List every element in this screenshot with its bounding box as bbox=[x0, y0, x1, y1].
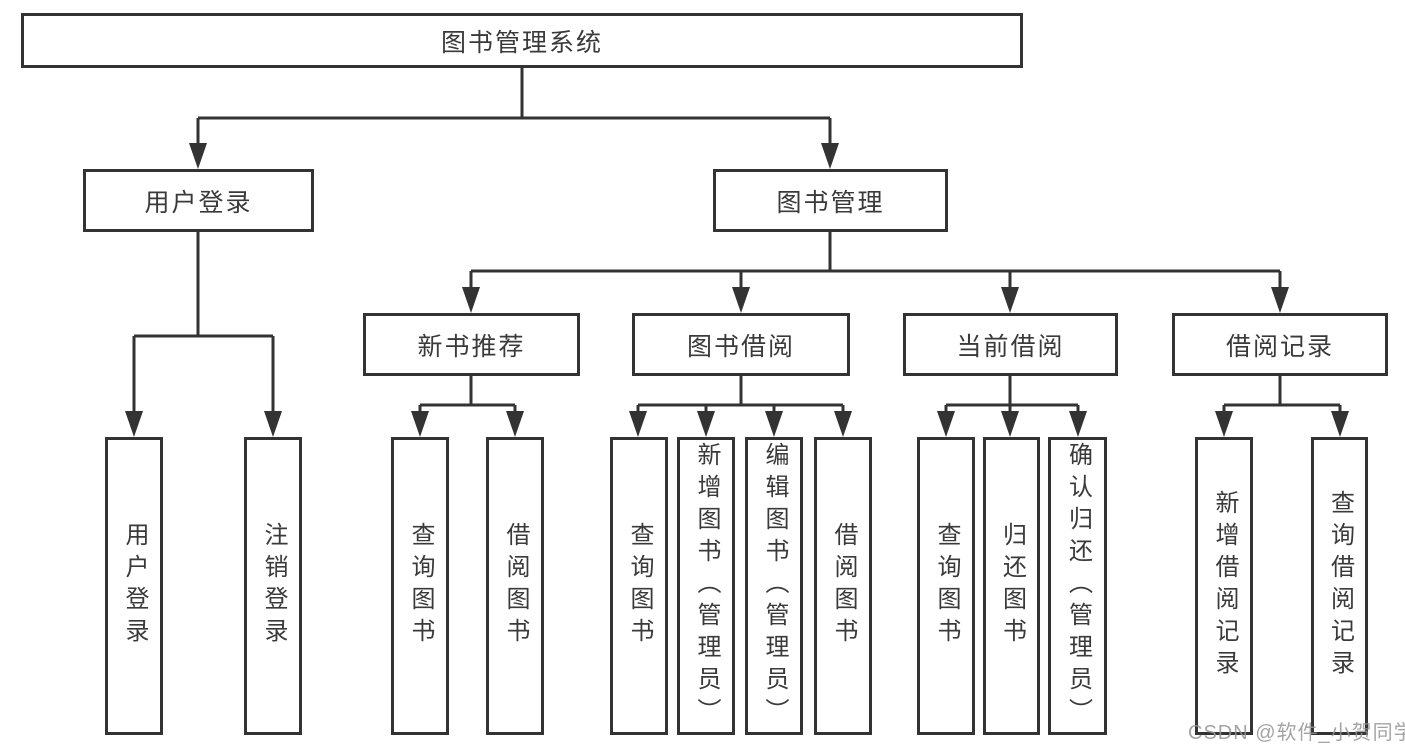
leaf-query-books-2: 查询图书 bbox=[610, 437, 668, 735]
arrowhead-icon bbox=[629, 411, 647, 437]
node-library-management-system: 图书管理系统 bbox=[21, 13, 1023, 68]
leaf-logout: 注销登录 bbox=[244, 437, 302, 735]
arrowhead-icon bbox=[821, 143, 839, 169]
arrowhead-icon bbox=[1271, 287, 1289, 313]
leaf-query-borrow-record: 查询借阅记录 bbox=[1311, 437, 1368, 735]
arrowhead-icon bbox=[264, 411, 282, 437]
arrowhead-icon bbox=[1069, 411, 1087, 437]
node-book-borrowing: 图书借阅 bbox=[632, 313, 850, 376]
node-new-book-recommend: 新书推荐 bbox=[363, 313, 580, 376]
arrowhead-icon bbox=[834, 411, 852, 437]
arrowhead-icon bbox=[1001, 287, 1019, 313]
node-user-login: 用户登录 bbox=[83, 169, 314, 232]
arrowhead-icon bbox=[462, 287, 480, 313]
connector-records-to-leaves bbox=[1222, 376, 1342, 415]
arrowhead-icon bbox=[125, 411, 143, 437]
arrowhead-icon bbox=[937, 411, 955, 437]
arrowhead-icon bbox=[732, 287, 750, 313]
connector-user-login-to-leaves bbox=[132, 232, 275, 415]
leaf-confirm-return-admin: 确认归还（管理员） bbox=[1048, 437, 1107, 735]
connector-book-mgmt-to-level3 bbox=[469, 232, 1282, 291]
connector-new-book-to-leaves bbox=[418, 376, 517, 415]
node-current-borrowing: 当前借阅 bbox=[903, 313, 1118, 376]
leaf-edit-book-admin: 编辑图书（管理员） bbox=[745, 437, 803, 735]
connector-root-to-level2 bbox=[196, 68, 832, 147]
node-borrowing-records: 借阅记录 bbox=[1172, 313, 1388, 376]
arrowheads bbox=[125, 143, 1349, 437]
arrowhead-icon bbox=[1331, 411, 1349, 437]
leaf-user-login: 用户登录 bbox=[105, 437, 163, 735]
arrowhead-icon bbox=[697, 411, 715, 437]
connector-book-borrow-to-leaves bbox=[636, 376, 845, 415]
leaf-query-books-3: 查询图书 bbox=[917, 437, 975, 735]
arrowhead-icon bbox=[765, 411, 783, 437]
leaf-add-borrow-record: 新增借阅记录 bbox=[1195, 437, 1253, 735]
csdn-watermark: CSDN @软件_小贺同学 bbox=[1188, 722, 1405, 744]
arrowhead-icon bbox=[189, 143, 207, 169]
arrowhead-icon bbox=[506, 411, 524, 437]
connector-current-borrow-to-leaves bbox=[944, 376, 1080, 415]
arrowhead-icon bbox=[1001, 411, 1019, 437]
leaf-return-books: 归还图书 bbox=[983, 437, 1040, 735]
leaf-add-book-admin: 新增图书（管理员） bbox=[677, 437, 735, 735]
node-book-management: 图书管理 bbox=[713, 169, 948, 232]
arrowhead-icon bbox=[411, 411, 429, 437]
leaf-borrow-books-1: 借阅图书 bbox=[486, 437, 544, 735]
leaf-borrow-books-2: 借阅图书 bbox=[814, 437, 872, 735]
arrowhead-icon bbox=[1215, 411, 1233, 437]
leaf-query-books-1: 查询图书 bbox=[391, 437, 449, 735]
